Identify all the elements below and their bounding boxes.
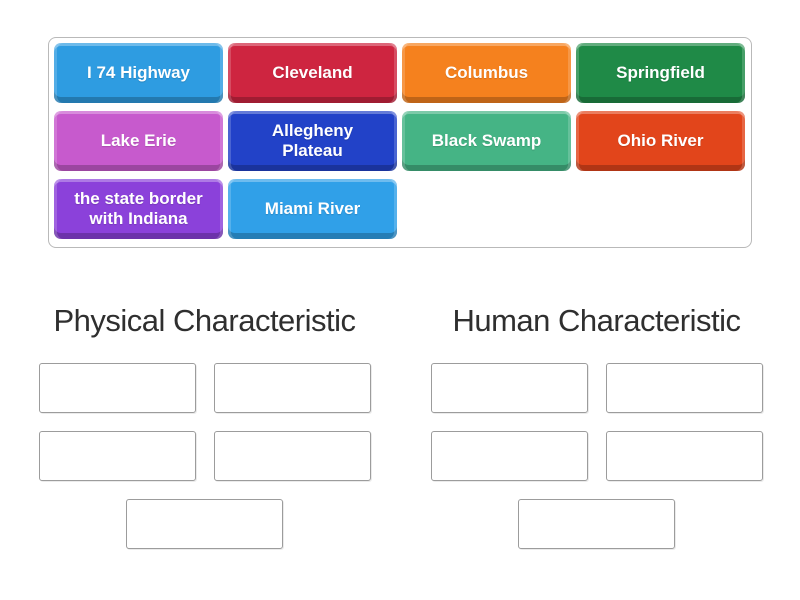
slot-grid xyxy=(38,363,371,549)
draggable-tile[interactable]: Miami River xyxy=(228,179,397,239)
slot-grid xyxy=(430,363,763,549)
draggable-tile[interactable]: Cleveland xyxy=(228,43,397,103)
drop-slot[interactable] xyxy=(430,363,588,413)
drop-slot[interactable] xyxy=(38,431,196,481)
drop-slot[interactable] xyxy=(605,431,763,481)
drop-slot[interactable] xyxy=(518,499,675,549)
draggable-tile[interactable]: Lake Erie xyxy=(54,111,223,171)
draggable-tile[interactable]: Ohio River xyxy=(576,111,745,171)
drop-slot[interactable] xyxy=(605,363,763,413)
draggable-tile[interactable]: I 74 Highway xyxy=(54,43,223,103)
draggable-tile[interactable]: Black Swamp xyxy=(402,111,571,171)
draggable-tile[interactable]: Springfield xyxy=(576,43,745,103)
drop-slot[interactable] xyxy=(38,363,196,413)
drop-slot[interactable] xyxy=(430,431,588,481)
draggable-tile[interactable]: Columbus xyxy=(402,43,571,103)
drop-slot[interactable] xyxy=(213,363,371,413)
drop-slot[interactable] xyxy=(126,499,283,549)
group-physical-characteristic: Physical Characteristic xyxy=(38,297,371,549)
group-title: Human Characteristic xyxy=(452,303,741,338)
draggable-tile[interactable]: Allegheny Plateau xyxy=(228,111,397,171)
group-human-characteristic: Human Characteristic xyxy=(430,297,763,549)
tile-bank: I 74 Highway Cleveland Columbus Springfi… xyxy=(48,37,752,248)
drop-slot[interactable] xyxy=(213,431,371,481)
group-title: Physical Characteristic xyxy=(53,303,356,338)
draggable-tile[interactable]: the state border with Indiana xyxy=(54,179,223,239)
